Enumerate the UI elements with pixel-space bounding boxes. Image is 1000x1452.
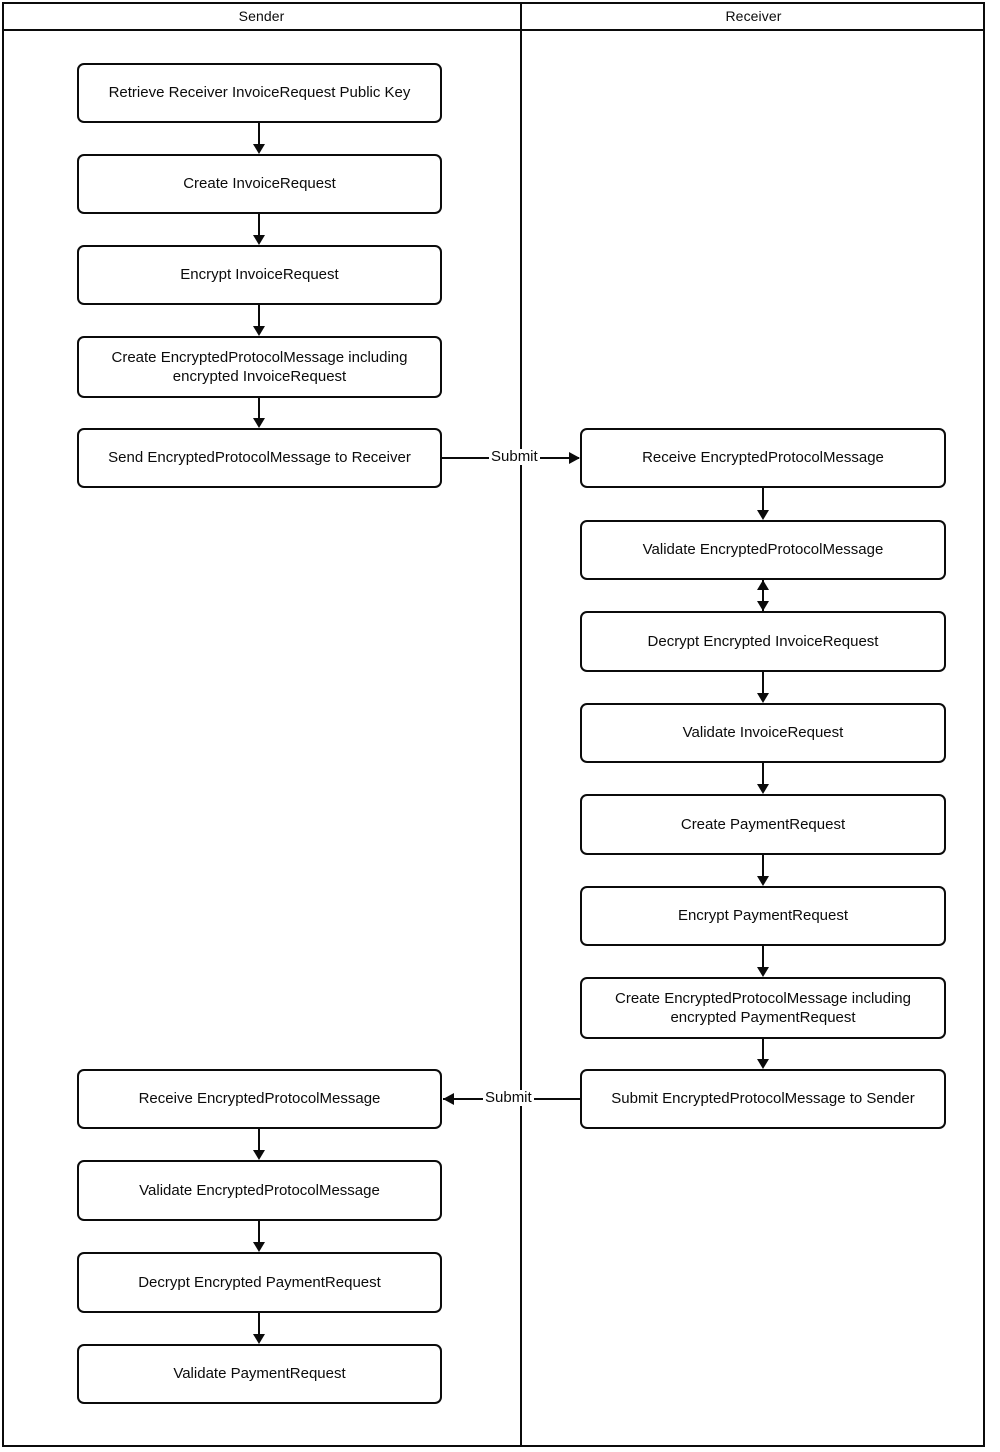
connector-s8-s9-line — [258, 1313, 260, 1335]
connector-s3-s4-line — [258, 305, 260, 327]
lane-title-sender: Sender — [238, 8, 285, 24]
connector-r5-r6-line — [762, 855, 764, 877]
node-receiver-receive-epm[interactable]: Receive EncryptedProtocolMessage — [580, 428, 946, 488]
cross-edge-return-arrowhead — [443, 1093, 454, 1105]
node-create-epm-paymentrequest[interactable]: Create EncryptedProtocolMessage includin… — [580, 977, 946, 1039]
connector-s2-s3-line — [258, 214, 260, 236]
connector-s8-s9-arrowhead — [253, 1334, 265, 1344]
node-sender-receive-epm[interactable]: Receive EncryptedProtocolMessage — [77, 1069, 442, 1129]
connector-r6-r7-arrowhead — [757, 967, 769, 977]
cross-edge-forward-label: Submit — [489, 448, 540, 465]
lane-title-receiver: Receiver — [725, 8, 782, 24]
connector-r7-r8-arrowhead — [757, 1059, 769, 1069]
connector-r3-r4-arrowhead — [757, 693, 769, 703]
connector-r1-r2-arrowhead — [757, 510, 769, 520]
lane-divider — [520, 2, 522, 1447]
connector-s2-s3-arrowhead — [253, 235, 265, 245]
cross-edge-return-label: Submit — [483, 1089, 534, 1106]
node-encrypt-invoicerequest[interactable]: Encrypt InvoiceRequest — [77, 245, 442, 305]
connector-s1-s2-line — [258, 123, 260, 145]
connector-r6-r7-line — [762, 946, 764, 968]
connector-s4-s5-line — [258, 398, 260, 419]
node-receiver-validate-epm[interactable]: Validate EncryptedProtocolMessage — [580, 520, 946, 580]
node-validate-invoicerequest[interactable]: Validate InvoiceRequest — [580, 703, 946, 763]
connector-r2-r3-arrowhead-up — [757, 580, 769, 590]
node-create-epm-invoicerequest[interactable]: Create EncryptedProtocolMessage includin… — [77, 336, 442, 398]
node-sender-validate-epm[interactable]: Validate EncryptedProtocolMessage — [77, 1160, 442, 1221]
node-submit-epm-to-sender[interactable]: Submit EncryptedProtocolMessage to Sende… — [580, 1069, 946, 1129]
connector-r7-r8-line — [762, 1039, 764, 1060]
node-create-invoicerequest[interactable]: Create InvoiceRequest — [77, 154, 442, 214]
connector-s3-s4-arrowhead — [253, 326, 265, 336]
node-encrypt-paymentrequest[interactable]: Encrypt PaymentRequest — [580, 886, 946, 946]
node-decrypt-encrypted-paymentrequest[interactable]: Decrypt Encrypted PaymentRequest — [77, 1252, 442, 1313]
connector-r2-r3-arrowhead-down — [757, 601, 769, 611]
cross-edge-forward-arrowhead — [569, 452, 580, 464]
node-validate-paymentrequest[interactable]: Validate PaymentRequest — [77, 1344, 442, 1404]
connector-s7-s8-line — [258, 1221, 260, 1243]
connector-r1-r2-line — [762, 488, 764, 511]
node-retrieve-receiver-public-key[interactable]: Retrieve Receiver InvoiceRequest Public … — [77, 63, 442, 123]
connector-r4-r5-arrowhead — [757, 784, 769, 794]
connector-s1-s2-arrowhead — [253, 144, 265, 154]
connector-r5-r6-arrowhead — [757, 876, 769, 886]
node-decrypt-encrypted-invoicerequest[interactable]: Decrypt Encrypted InvoiceRequest — [580, 611, 946, 672]
node-send-epm-to-receiver[interactable]: Send EncryptedProtocolMessage to Receive… — [77, 428, 442, 488]
connector-s7-s8-arrowhead — [253, 1242, 265, 1252]
lane-header-rule — [2, 29, 985, 31]
connector-s6-s7-arrowhead — [253, 1150, 265, 1160]
connector-s4-s5-arrowhead — [253, 418, 265, 428]
connector-r3-r4-line — [762, 672, 764, 694]
node-create-paymentrequest[interactable]: Create PaymentRequest — [580, 794, 946, 855]
connector-r2-r3-line — [762, 580, 764, 611]
connector-r4-r5-line — [762, 763, 764, 785]
connector-s6-s7-line — [258, 1129, 260, 1151]
